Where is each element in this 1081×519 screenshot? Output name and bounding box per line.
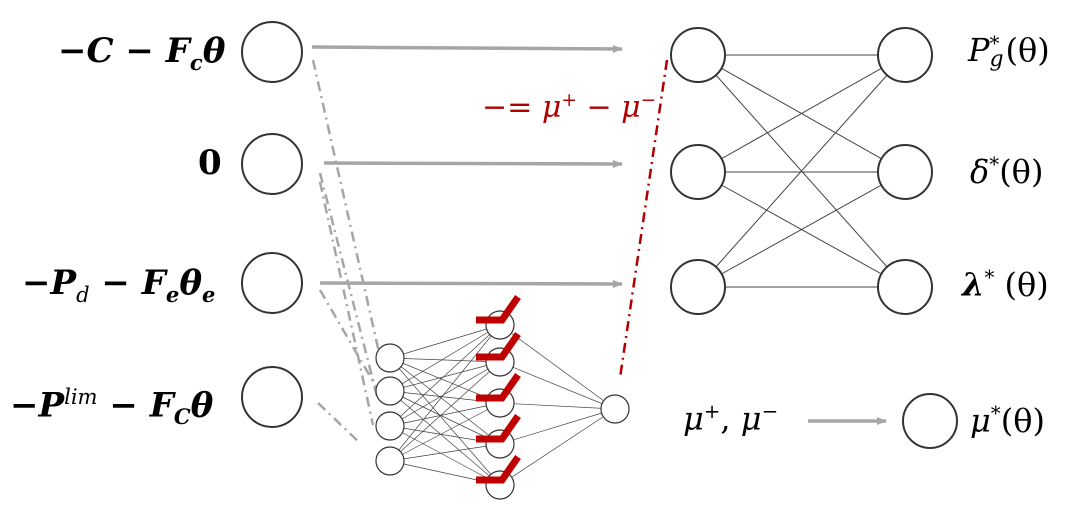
relu-mark-0	[476, 295, 521, 324]
small-edge-in-0-hid-0	[389, 324, 501, 359]
red-dash-line	[618, 59, 669, 379]
big-edge-2-1	[697, 171, 906, 288]
input-connectors	[311, 59, 385, 444]
small-edge-in-3-hid-1	[389, 361, 501, 462]
output-label-delta: δ*(θ)	[970, 152, 1044, 191]
input-label-1: −C − Fcθ	[58, 31, 226, 75]
small-network-edges	[389, 324, 616, 486]
small-edge-in-0-hid-3	[389, 357, 501, 445]
arrow-in2	[323, 159, 623, 168]
input-label-4: −Plim − FCθ	[10, 384, 214, 430]
connector-in3	[318, 289, 380, 391]
small-edge-in-2-hid-1	[389, 361, 501, 427]
relu-mark-3	[476, 414, 521, 443]
input-label-2: 0	[198, 143, 222, 183]
red-update-label: −= μ+ − μ−	[482, 90, 657, 125]
big-left-node-3	[670, 259, 726, 315]
input-node-2	[241, 133, 303, 195]
big-edge-1-0	[697, 54, 906, 173]
small-input-node-2	[375, 411, 405, 441]
small-input-node-0	[375, 343, 405, 373]
big-network-edges	[697, 54, 906, 288]
small-hidden-node-4	[485, 470, 515, 500]
small-edge-hid-4-out	[499, 408, 616, 486]
big-right-node-3	[877, 259, 933, 315]
small-edge-hid-3-out	[499, 408, 616, 445]
small-edge-in-2-hid-0	[389, 324, 501, 427]
arrow-in3	[319, 279, 623, 288]
big-edge-2-0	[697, 54, 906, 288]
small-hidden-node-3	[485, 429, 515, 459]
small-hidden-node-2	[485, 388, 515, 418]
small-edge-in-0-hid-1	[389, 357, 501, 363]
small-output-node	[600, 394, 630, 424]
big-right-node-1	[877, 27, 933, 83]
small-input-node-3	[375, 446, 405, 476]
connector-in1	[311, 59, 385, 371]
small-network-nodes	[375, 310, 630, 500]
connector-in4	[317, 402, 361, 444]
mu-output-node	[902, 393, 958, 449]
small-edge-hid-2-out	[499, 402, 616, 410]
big-left-node-1	[670, 27, 726, 83]
relu-mark-2	[476, 373, 521, 402]
input-label-3: −Pd − Feθe	[22, 263, 216, 307]
input-nodes	[241, 21, 303, 428]
output-label-lambda: λ* (θ)	[962, 265, 1049, 304]
small-edge-in-2-hid-4	[389, 425, 501, 486]
small-edge-hid-1-out	[499, 361, 616, 410]
small-edge-hid-0-out	[499, 324, 616, 410]
small-edge-in-2-hid-2	[389, 402, 501, 427]
small-edge-in-1-hid-3	[389, 390, 501, 445]
small-edge-in-3-hid-0	[389, 324, 501, 462]
small-hidden-node-1	[485, 347, 515, 377]
small-hidden-node-0	[485, 310, 515, 340]
mu-pair-label: μ+, μ−	[683, 399, 779, 438]
small-edge-in-1-hid-0	[389, 324, 501, 392]
small-edge-in-1-hid-1	[389, 361, 501, 392]
big-network-nodes	[670, 27, 958, 449]
input-node-3	[241, 252, 303, 314]
big-right-node-2	[877, 144, 933, 200]
arrow-in1	[311, 44, 623, 53]
small-edge-in-3-hid-3	[389, 443, 501, 462]
input-node-4	[241, 366, 303, 428]
connector-in2b	[318, 181, 375, 426]
relu-activations	[476, 295, 521, 484]
small-edge-in-0-hid-4	[389, 357, 501, 486]
direct-arrows	[311, 44, 887, 425]
small-input-node-1	[375, 376, 405, 406]
input-node-1	[241, 21, 303, 83]
connector-in2a	[318, 172, 380, 401]
relu-mark-1	[476, 332, 521, 361]
relu-mark-4	[476, 455, 521, 484]
output-label-mu: μ*(θ)	[970, 401, 1045, 440]
small-edge-in-3-hid-2	[389, 402, 501, 462]
small-edge-in-1-hid-4	[389, 390, 501, 486]
output-label-pg: P*g(θ)	[968, 31, 1050, 72]
big-left-node-2	[670, 144, 726, 200]
